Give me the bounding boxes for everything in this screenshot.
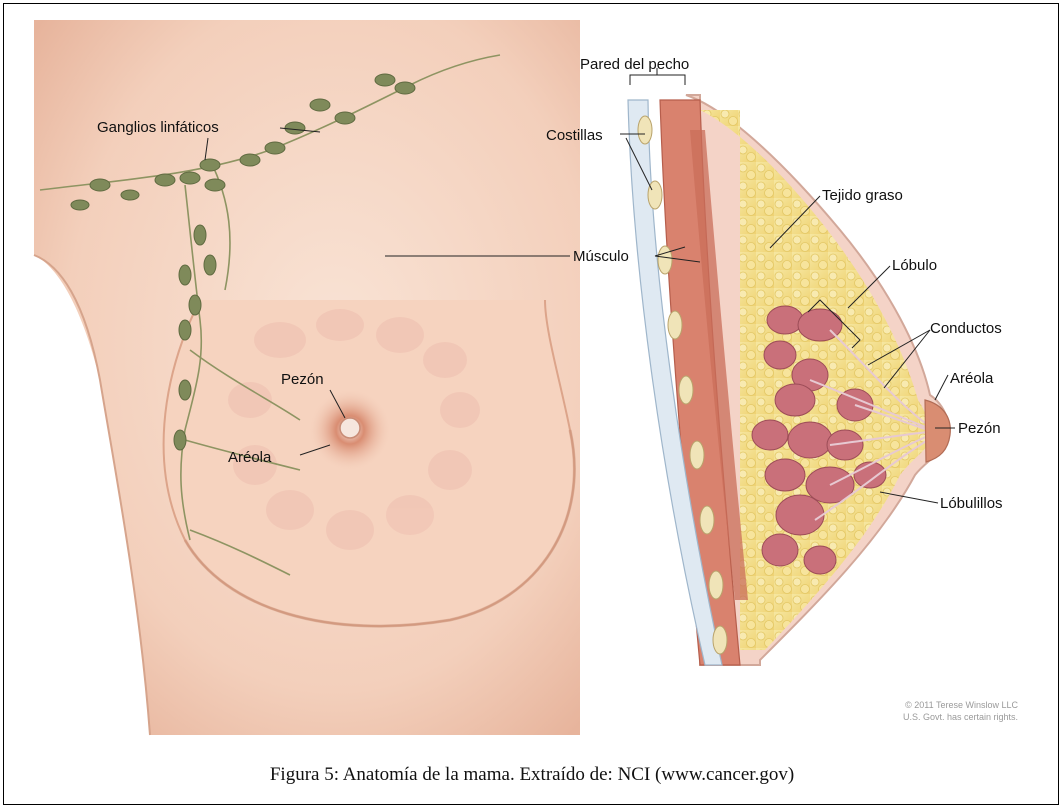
credit-line-1: © 2011 Terese Winslow LLC (905, 700, 1018, 710)
label-tejido: Tejido graso (822, 187, 903, 204)
left-breast-view: Ganglios linfáticos Pezón Aréola (34, 20, 580, 735)
figure-caption: Figura 5: Anatomía de la mama. Extraído … (0, 764, 1064, 786)
right-cross-section: Pared del pecho Costillas Tejido graso M… (546, 56, 1003, 665)
label-ganglios: Ganglios linfáticos (97, 119, 219, 136)
label-lobulo: Lóbulo (892, 257, 937, 274)
label-areola-left: Aréola (228, 449, 272, 466)
credit-line-2: U.S. Govt. has certain rights. (903, 712, 1018, 722)
nipple-right (925, 400, 950, 462)
label-pared: Pared del pecho (580, 56, 689, 73)
label-conductos: Conductos (930, 320, 1002, 337)
label-pezon-left: Pezón (281, 371, 324, 388)
nipple-left (340, 418, 360, 438)
label-lobulillos: Lóbulillos (940, 495, 1003, 512)
label-musculo: Músculo (573, 248, 629, 265)
label-costillas: Costillas (546, 127, 603, 144)
label-pezon-right: Pezón (958, 420, 1001, 437)
label-areola-right: Aréola (950, 370, 994, 387)
